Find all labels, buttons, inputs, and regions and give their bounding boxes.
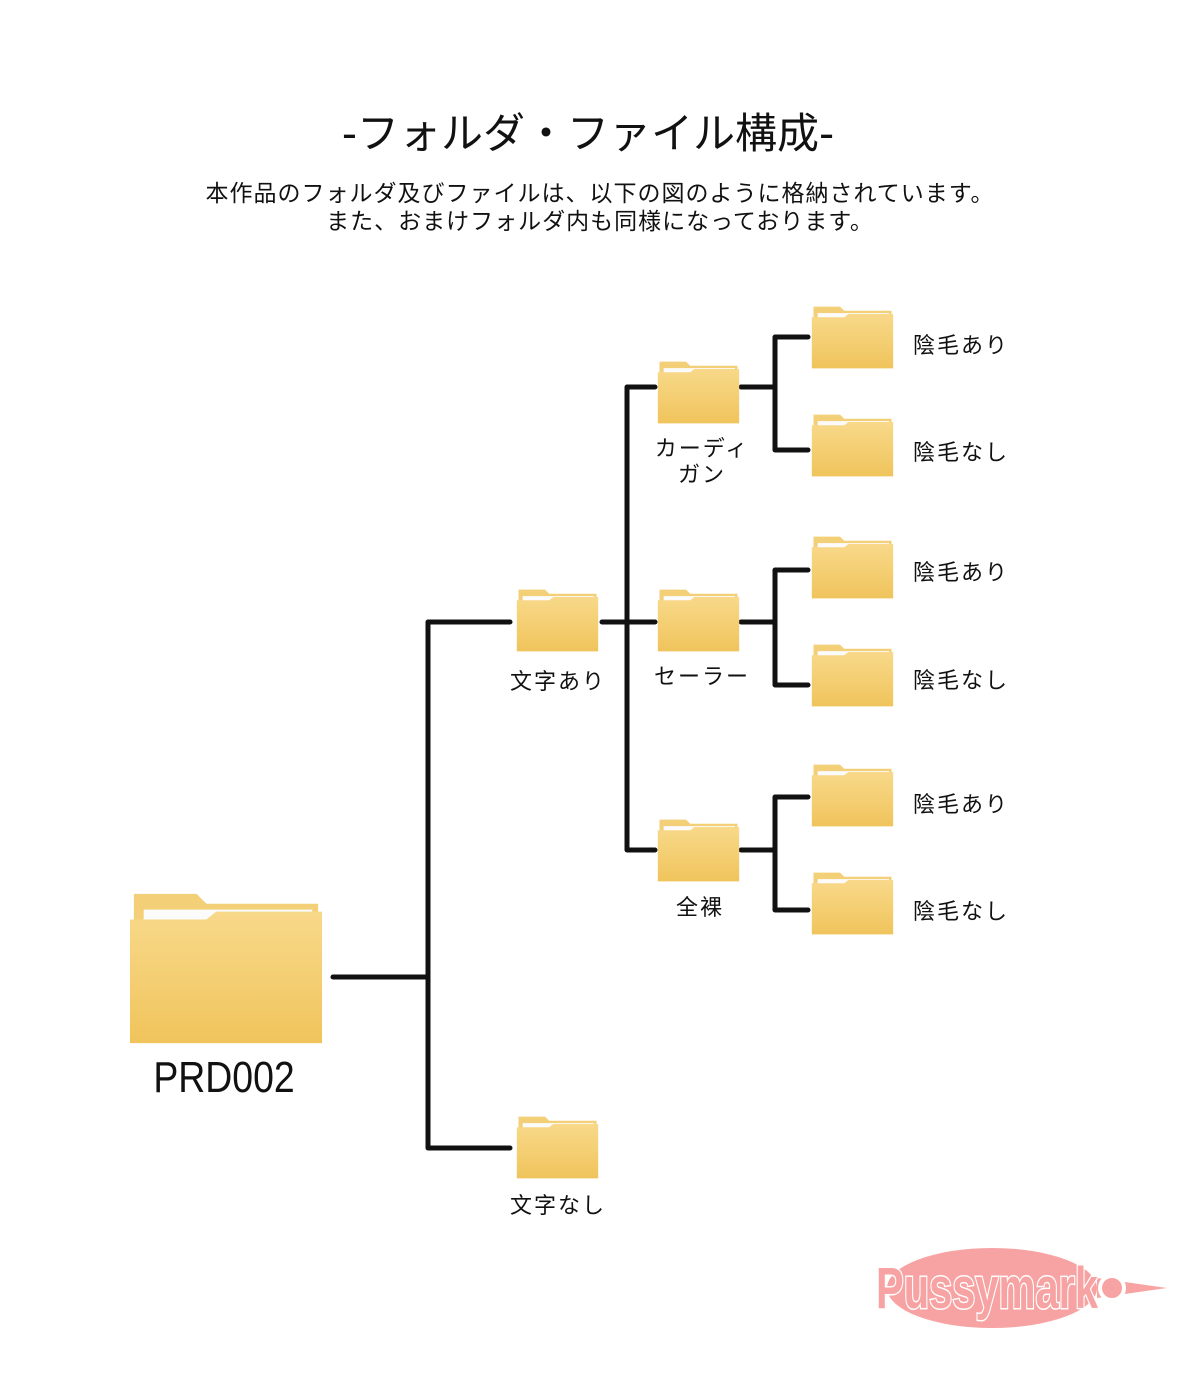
description-line-2: また、おまけフォルダ内も同様になっております。	[326, 209, 874, 235]
folder-icon-nude[interactable]	[657, 818, 740, 883]
root-folder-label: PRD002	[153, 1053, 295, 1102]
connector-cardigan	[738, 334, 811, 453]
leaf-label: 陰毛あり	[913, 334, 1010, 359]
folder-label-moji-nashi: 文字なし	[509, 1194, 607, 1219]
folder-icon-leaf[interactable]	[811, 535, 894, 600]
folder-label-sailor: セーラー	[653, 665, 751, 690]
page-title: -フォルダ・ファイル構成-	[341, 109, 835, 158]
pussymark-logo: Pussymark	[875, 1248, 1167, 1328]
folder-icon-moji-ari[interactable]	[516, 588, 599, 653]
folder-label-cardigan-2: ガン	[677, 463, 727, 488]
folder-icon-leaf[interactable]	[811, 871, 894, 936]
folder-icon-cardigan[interactable]	[657, 360, 740, 425]
leaf-label: 陰毛あり	[913, 793, 1010, 818]
connector-sailor	[738, 567, 811, 688]
folder-icon-sailor[interactable]	[657, 588, 740, 653]
folder-icon-moji-nashi[interactable]	[516, 1115, 599, 1180]
folder-icon-leaf[interactable]	[811, 305, 894, 370]
folder-label-nude: 全裸	[675, 896, 725, 921]
leaf-label: 陰毛なし	[913, 900, 1010, 925]
folder-icon-leaf[interactable]	[811, 643, 894, 708]
leaf-label: 陰毛あり	[913, 561, 1010, 586]
connector-nude	[738, 794, 811, 913]
folder-label-moji-ari: 文字あり	[509, 670, 607, 695]
svg-text:Pussymark: Pussymark	[876, 1256, 1099, 1321]
connector-mojiari	[599, 384, 658, 853]
leaf-label: 陰毛なし	[913, 669, 1010, 694]
connector-level1	[425, 619, 513, 1151]
folder-icon-leaf[interactable]	[811, 763, 894, 828]
folder-icon-leaf[interactable]	[811, 413, 894, 478]
leaf-label: 陰毛なし	[913, 441, 1010, 466]
description-line-1: 本作品のフォルダ及びファイルは、以下の図のように格納されています。	[205, 181, 995, 207]
folder-icon-root[interactable]	[128, 890, 324, 1047]
folder-label-cardigan-1: カーディ	[654, 437, 750, 462]
